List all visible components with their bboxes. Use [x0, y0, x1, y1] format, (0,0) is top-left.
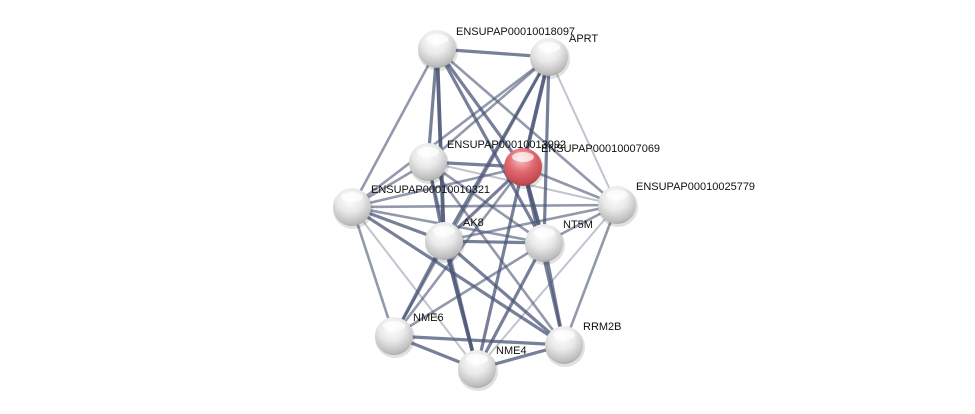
- node-aprt[interactable]: [530, 38, 570, 79]
- node-highlight: [433, 226, 455, 236]
- node-label-aprt: APRT: [569, 33, 598, 45]
- edge-n10321-nme6[interactable]: [350, 206, 396, 337]
- node-nme4[interactable]: [458, 350, 498, 391]
- node-label-ak8: AK8: [463, 217, 484, 229]
- edge-n25779-rrm2b[interactable]: [562, 204, 619, 346]
- edge-aprt-n10321[interactable]: [351, 55, 550, 209]
- nodes-layer: [333, 30, 638, 391]
- node-label-n10321: ENSUPAP00010010321: [371, 184, 490, 196]
- node-highlight: [512, 152, 534, 162]
- node-n25779[interactable]: [598, 186, 638, 227]
- edge-n25779-ak8[interactable]: [443, 203, 618, 243]
- edge-ak8-rrm2b[interactable]: [442, 239, 566, 347]
- edge-n18097-n25779[interactable]: [436, 48, 618, 206]
- node-highlight: [606, 190, 628, 200]
- edge-aprt-nt5m[interactable]: [542, 56, 551, 244]
- node-highlight: [533, 228, 555, 238]
- node-ak8[interactable]: [425, 222, 465, 263]
- node-label-n25779: ENSUPAP00010025779: [636, 181, 755, 193]
- node-highlight: [417, 147, 439, 157]
- edge-n10321-nme4[interactable]: [351, 206, 478, 370]
- edge-n18097-nt5m[interactable]: [435, 48, 546, 244]
- node-highlight: [466, 354, 488, 364]
- node-n7069[interactable]: [504, 148, 544, 189]
- edge-n18097-n10321[interactable]: [350, 48, 439, 208]
- node-n13992[interactable]: [409, 143, 449, 184]
- edge-n7069-n10321[interactable]: [351, 165, 524, 209]
- edge-n13992-rrm2b[interactable]: [426, 161, 566, 346]
- node-label-nme4: NME4: [496, 345, 527, 357]
- node-label-n7069: ENSUPAP00010007069: [541, 143, 660, 155]
- node-label-rrm2b: RRM2B: [583, 321, 622, 333]
- edge-nme6-rrm2b[interactable]: [393, 334, 565, 347]
- edge-aprt-n25779[interactable]: [548, 56, 618, 206]
- node-highlight: [553, 330, 575, 340]
- node-highlight: [383, 321, 405, 331]
- edge-nt5m-nme4[interactable]: [475, 242, 546, 370]
- node-n18097[interactable]: [418, 30, 458, 71]
- node-label-n18097: ENSUPAP00010018097: [456, 26, 575, 38]
- edge-n7069-nme4[interactable]: [475, 166, 525, 370]
- edge-nt5m-nme6[interactable]: [393, 241, 545, 338]
- node-nme6[interactable]: [375, 317, 415, 358]
- node-rrm2b[interactable]: [545, 326, 585, 367]
- node-nt5m[interactable]: [525, 224, 565, 265]
- edge-aprt-n13992[interactable]: [427, 56, 550, 163]
- node-highlight: [426, 34, 448, 44]
- edge-n18097-ak8[interactable]: [435, 48, 446, 242]
- node-label-nt5m: NT5M: [563, 219, 593, 231]
- node-label-nme6: NME6: [413, 312, 444, 324]
- node-label-n13992: ENSUPAP00010013992: [447, 139, 566, 151]
- node-n10321[interactable]: [333, 188, 373, 229]
- edge-n10321-n25779[interactable]: [351, 203, 618, 209]
- node-highlight: [341, 192, 363, 202]
- edge-n10321-rrm2b[interactable]: [351, 205, 565, 347]
- edge-ak8-nme4[interactable]: [442, 240, 479, 370]
- node-highlight: [538, 42, 560, 52]
